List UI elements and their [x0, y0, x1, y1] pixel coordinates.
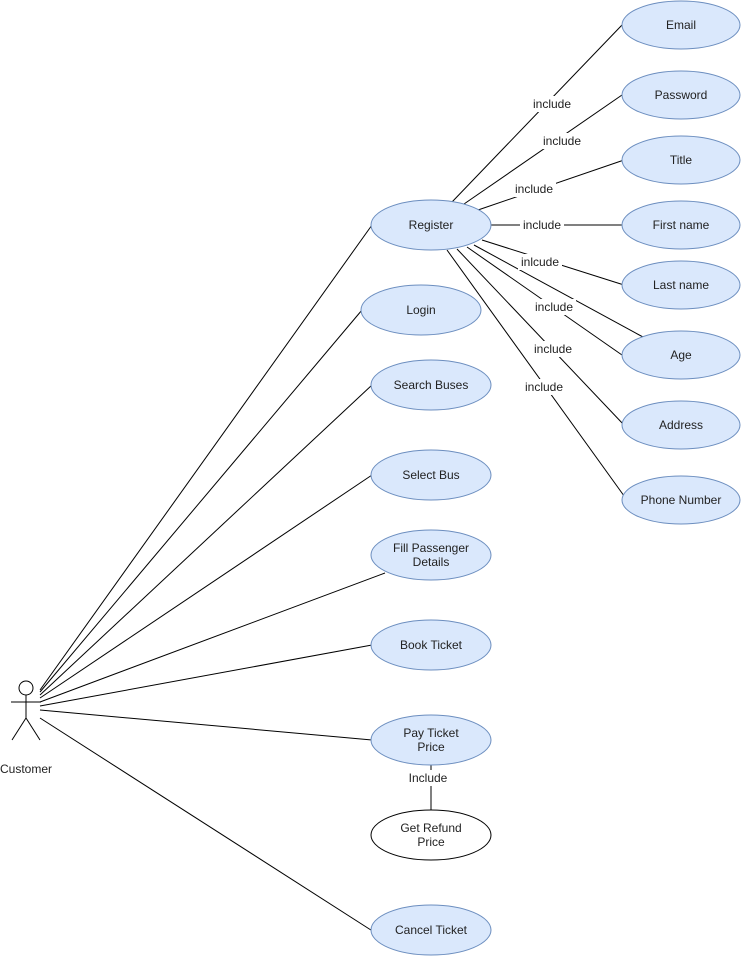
usecase-title[interactable]: [621, 135, 741, 185]
usecase-password-label: Password: [655, 88, 708, 102]
include-label-title: include: [515, 182, 553, 196]
assoc-pay-ticket: [39, 709, 373, 741]
usecase-last-name-label: Last name: [653, 278, 709, 292]
actor-head: [18, 680, 34, 696]
usecase-pay-ticket-price-label-2: Price: [417, 740, 445, 754]
assoc-register: [39, 224, 373, 691]
usecase-password[interactable]: [621, 70, 741, 120]
usecase-book-ticket-label: Book Ticket: [400, 638, 463, 652]
usecase-book-ticket[interactable]: [370, 619, 492, 671]
usecase-first-name[interactable]: [621, 200, 741, 250]
usecase-get-refund-price[interactable]: [370, 809, 492, 861]
assoc-login: [39, 309, 363, 693]
usecase-phone-number[interactable]: [621, 475, 741, 525]
assoc-book-ticket: [39, 644, 373, 707]
include-label-last-name: inlcude: [521, 255, 559, 269]
usecase-get-refund-price-label-1: Get Refund: [400, 821, 461, 835]
usecase-fill-passenger-details-label-1: Fill Passenger: [393, 541, 469, 555]
usecase-fill-passenger-details-label-2: Details: [413, 555, 450, 569]
usecase-search-buses-label: Search Buses: [394, 378, 469, 392]
usecase-login[interactable]: [360, 284, 482, 336]
actor-label: Customer: [0, 762, 52, 776]
include-line-phone: [446, 249, 628, 501]
include-label-first-name: include: [523, 218, 561, 232]
include-label-age: include: [535, 300, 573, 314]
usecase-last-name[interactable]: [621, 260, 741, 310]
assoc-fill-details: [39, 572, 386, 703]
actor-figure[interactable]: [11, 680, 41, 741]
include-line-password: [463, 94, 623, 205]
assoc-select-bus: [39, 474, 373, 699]
usecase-title-label: Title: [670, 153, 693, 167]
usecase-email-label: Email: [666, 18, 696, 32]
usecase-register[interactable]: [370, 199, 492, 251]
usecase-cancel-ticket[interactable]: [370, 904, 492, 956]
usecase-address[interactable]: [621, 400, 741, 450]
usecase-get-refund-price-label-2: Price: [417, 835, 445, 849]
usecase-age[interactable]: [621, 330, 741, 380]
usecase-fill-passenger-details[interactable]: [370, 529, 492, 581]
usecase-pay-ticket-price[interactable]: [370, 714, 492, 766]
include-label-refund: Include: [409, 771, 448, 785]
usecase-register-label: Register: [409, 218, 454, 232]
include-line-email: [451, 24, 623, 203]
assoc-cancel-ticket: [39, 717, 375, 933]
include-line-age: [473, 244, 644, 338]
include-label-address: include: [534, 342, 572, 356]
usecase-select-bus-label: Select Bus: [402, 468, 459, 482]
include-line-address: [456, 248, 625, 426]
usecase-select-bus[interactable]: [370, 449, 492, 501]
include-label-email: include: [533, 97, 571, 111]
usecase-search-buses[interactable]: [370, 359, 492, 411]
include-label-phone: include: [525, 380, 563, 394]
usecase-address-label: Address: [659, 418, 703, 432]
usecase-login-label: Login: [406, 303, 435, 317]
usecase-first-name-label: First name: [653, 218, 710, 232]
include-label-password: include: [543, 134, 581, 148]
actor-right-leg: [25, 717, 41, 741]
usecase-pay-ticket-price-label-1: Pay Ticket: [403, 726, 459, 740]
usecase-email[interactable]: [621, 0, 741, 50]
usecase-cancel-ticket-label: Cancel Ticket: [395, 923, 468, 937]
usecase-phone-number-label: Phone Number: [641, 493, 722, 507]
usecase-age-label: Age: [670, 348, 692, 362]
assoc-search-buses: [39, 384, 373, 696]
actor-left-leg: [11, 717, 27, 741]
